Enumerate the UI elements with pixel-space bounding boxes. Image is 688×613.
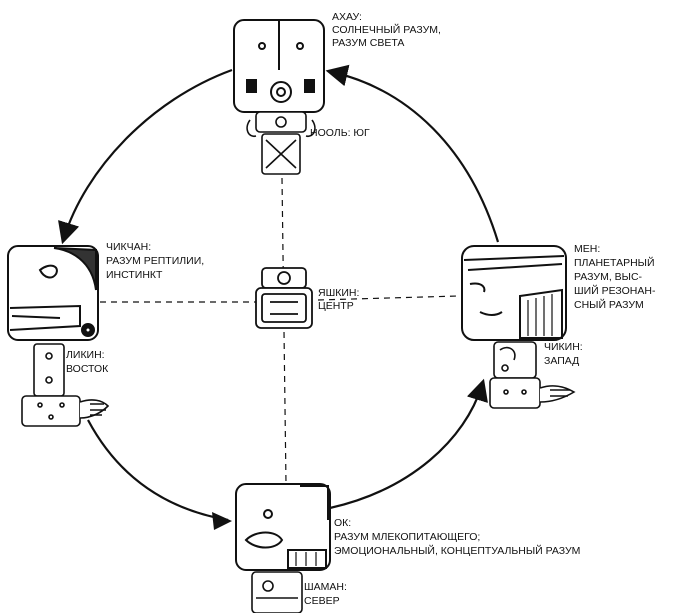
label-ahau: АХАУ:СОЛНЕЧНЫЙ РАЗУМ,РАЗУМ СВЕТА <box>332 11 441 49</box>
label-line: РАЗУМ СВЕТА <box>332 37 404 49</box>
label-men: МЕН:ПЛАНЕТАРНЫЙ РАЗУМ, ВЫС-ШИЙ РЕЗОНАН-СН… <box>574 243 656 311</box>
label-line: ШАМАН: <box>304 581 347 593</box>
label-ok: ОК: РАЗУМ МЛЕКОПИТАЮЩЕГО;ЭМОЦИОНАЛЬНЫЙ, К… <box>334 517 580 557</box>
label-line: РАЗУМ РЕПТИЛИИ, <box>106 255 204 267</box>
arrowhead-into-ok <box>212 512 232 530</box>
label-hool: НООЛЬ: ЮГ <box>310 127 370 139</box>
label-line: ЛИКИН: <box>66 349 105 361</box>
dashed-axes <box>100 178 458 484</box>
hool-glyph <box>247 112 315 174</box>
label-line: СНЫЙ РАЗУМ <box>574 298 644 311</box>
label-line: ОК: <box>334 517 351 529</box>
label-chikin: ЧИКИН: ЗАПАД <box>544 341 583 367</box>
label-line: ЧИКИН: <box>544 341 583 353</box>
arc-ahau-to-chikchan <box>64 70 232 238</box>
label-line: ИНСТИНКТ <box>106 269 163 281</box>
label-line: ВОСТОК <box>66 363 109 375</box>
label-line: ЭМОЦИОНАЛЬНЫЙ, КОНЦЕПТУАЛЬНЫЙ РАЗУМ <box>334 544 580 557</box>
label-shaman: ШАМАН: СЕВЕР <box>304 581 347 607</box>
label-line: ЯШКИН: <box>318 287 359 299</box>
label-line: ЗАПАД <box>544 355 579 367</box>
label-line: АХАУ: <box>332 11 362 23</box>
label-yashkin: ЯШКИН:ЦЕНТР <box>318 287 359 312</box>
label-line: ШИЙ РЕЗОНАН- <box>574 284 656 297</box>
yashkin-glyph <box>256 268 312 328</box>
label-ikin: ЛИКИН: ВОСТОК <box>66 349 109 375</box>
ok-glyph <box>236 484 330 570</box>
arc-chikchan-to-ok <box>88 420 228 520</box>
label-line: МЕН: <box>574 243 600 255</box>
arc-men-to-ahau <box>332 72 498 242</box>
label-line: СОЛНЕЧНЫЙ РАЗУМ, <box>332 23 441 36</box>
label-line: НООЛЬ: ЮГ <box>310 127 370 139</box>
label-line: РАЗУМ МЛЕКОПИТАЮЩЕГО; <box>334 531 480 543</box>
label-line: ЦЕНТР <box>318 300 354 312</box>
label-line: ПЛАНЕТАРНЫЙ <box>574 256 655 269</box>
chikchan-glyph <box>8 246 98 340</box>
men-glyph <box>462 246 566 340</box>
label-line: СЕВЕР <box>304 595 340 607</box>
label-chikchan: ЧИКЧАН: РАЗУМ РЕПТИЛИИ, ИНСТИНКТ <box>106 241 204 281</box>
ahau-glyph <box>234 20 324 112</box>
label-line: ЧИКЧАН: <box>106 241 151 253</box>
label-line: РАЗУМ, ВЫС- <box>574 271 643 283</box>
arc-ok-to-men <box>330 385 482 508</box>
shaman-glyph <box>252 572 302 613</box>
